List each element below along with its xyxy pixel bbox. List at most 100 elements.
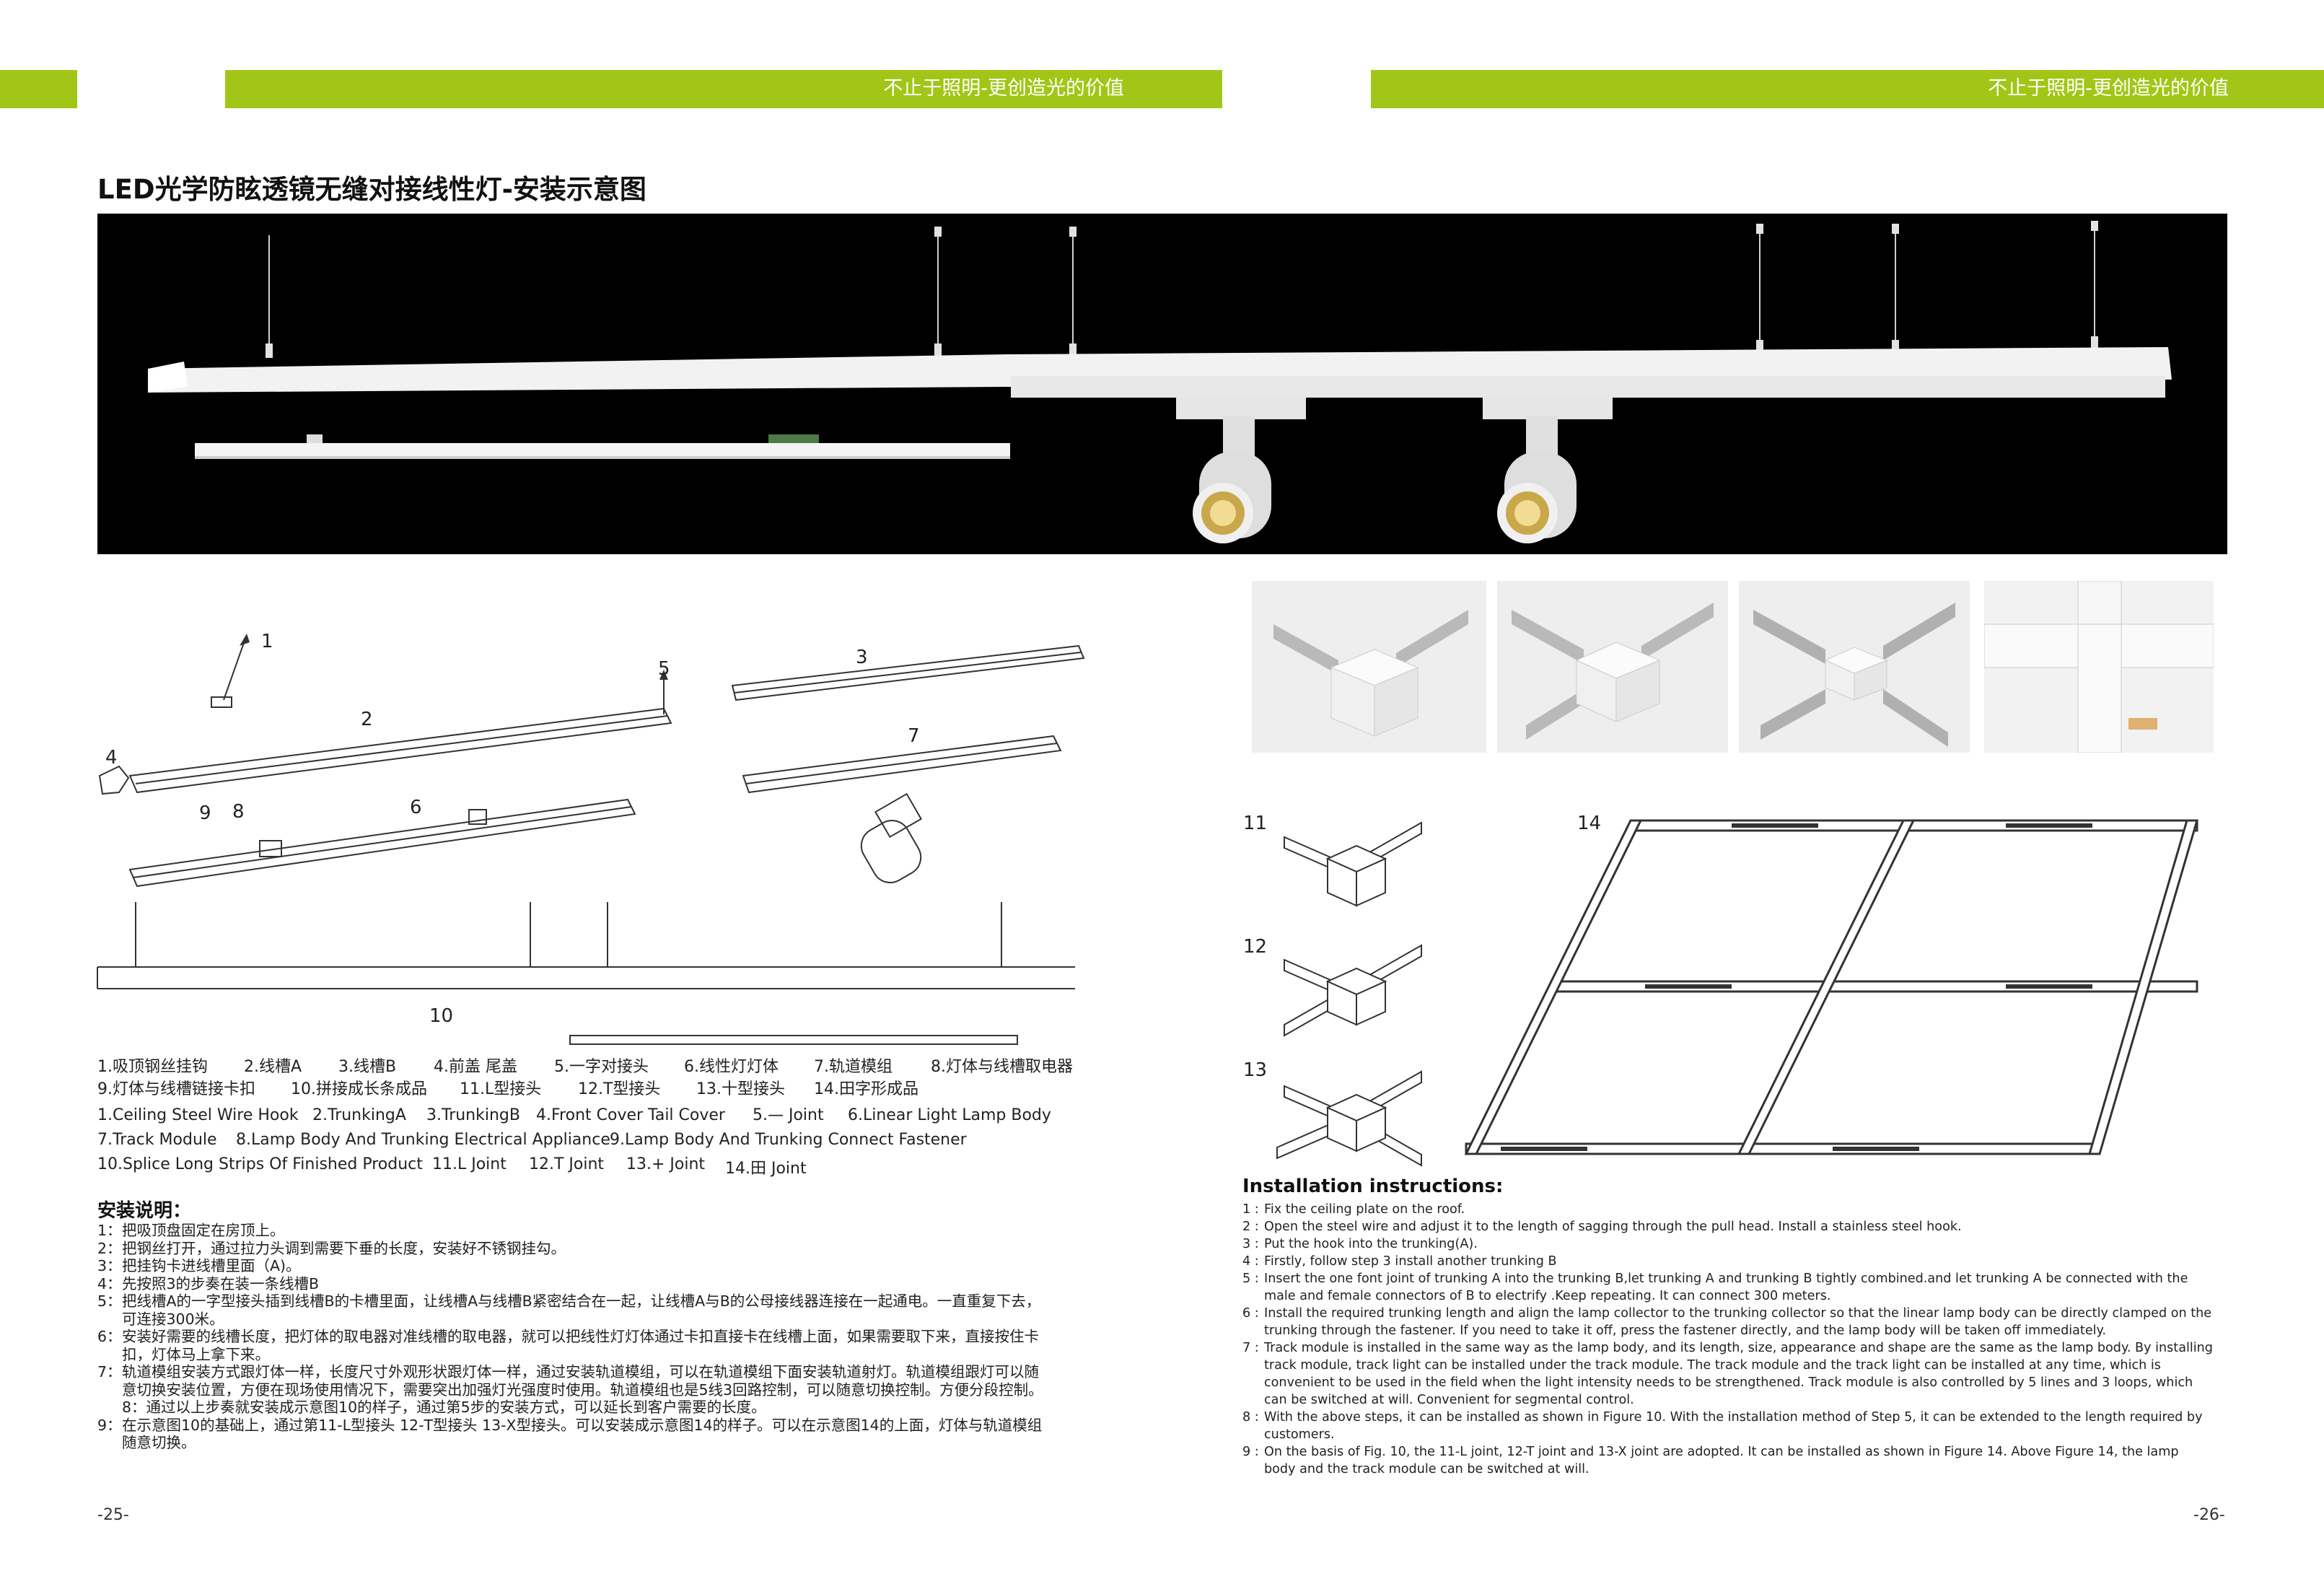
step-number: 9 : [1242,1445,1259,1459]
install-cn-title: 安装说明： [97,1200,192,1222]
step-number: 2： [97,1239,122,1257]
step-text: 把线槽A的一字型接头插到线槽B的卡槽里面，让线槽A与线槽B紧密结合在一起，让线槽… [122,1292,1041,1328]
legend-en-item: 11.L Joint [432,1155,507,1173]
legend-en-item: 12.T Joint [529,1155,605,1173]
step-text: 把吸顶盘固定在房顶上。 [122,1222,285,1239]
install-cn-steps: 1：把吸顶盘固定在房顶上。 2：把钢丝打开，通过拉力头调到需要下垂的长度，安装好… [97,1222,1050,1452]
legend-en-item: 5.— Joint [753,1106,824,1124]
accent-bar-left-edge [0,70,77,108]
slogan-right: 不止于照明-更创造光的价值 [1988,77,2229,100]
step-text: Put the hook into the trunking(A). [1264,1237,1478,1251]
legend-cn-item: 12.T型接头 [578,1080,661,1098]
legend-en-item: 9.Lamp Body And Trunking Connect Fastene… [610,1131,967,1149]
install-en-step: 2 : Open the steel wire and adjust it to … [1242,1218,2213,1235]
page-title: LED光学防眩透镜无缝对接线性灯-安装示意图 [97,174,646,205]
step-text: Track module is installed in the same wa… [1264,1341,2213,1407]
step-number: 6 : [1242,1306,1259,1321]
legend-en-item: 4.Front Cover Tail Cover [536,1106,725,1124]
legend-en-item: 3.TrunkingB [426,1106,520,1124]
step-number: 4 : [1242,1254,1259,1269]
step-number: 7 : [1242,1341,1259,1355]
assembly-diagram [97,634,1085,1045]
label-9: 9 [199,802,211,824]
step-text: 安装好需要的线槽长度，把灯体的取电器对准线槽的取电器，就可以把线性灯灯体通过卡扣… [122,1328,1039,1363]
step-number: 6： [97,1328,122,1345]
label-11: 11 [1243,813,1268,834]
legend-cn-item: 10.拼接成长条成品 [291,1080,427,1098]
step-number: 8 : [1242,1410,1259,1425]
step-text: 把挂钩卡进线槽里面（A)。 [122,1257,301,1274]
joint-photo-l [1252,581,1486,753]
label-5: 5 [658,658,670,680]
step-text: 先按照3的步奏在装一条线槽B [122,1274,320,1292]
legend-cn-item: 6.线性灯灯体 [684,1058,779,1076]
label-1: 1 [261,631,273,652]
header-bar-right: 不止于照明-更创造光的价值 [1371,70,2324,108]
legend-cn-item: 5.一字对接头 [554,1058,649,1076]
label-12: 12 [1243,936,1268,958]
step-text: Install the required trunking length and… [1264,1306,2212,1338]
legend-en-item: 10.Splice Long Strips Of Finished Produc… [97,1155,423,1173]
install-cn-step: 5：把线槽A的一字型接头插到线槽B的卡槽里面，让线槽A与线槽B紧密结合在一起，让… [97,1292,1050,1328]
label-6: 6 [410,797,422,818]
install-cn-step: 7：轨道模组安装方式跟灯体一样，长度尺寸外观形状跟灯体一样，通过安装轨道模组，可… [97,1363,1050,1417]
legend-cn-item: 4.前盖 尾盖 [434,1058,517,1076]
product-photo-art [148,221,2172,543]
install-en-step: 9 : On the basis of Fig. 10, the 11-L joi… [1242,1443,2213,1478]
install-en-steps: 1 :Fix the ceiling plate on the roof. 2 … [1242,1201,2213,1478]
legend-cn-item: 9.灯体与线槽链接卡扣 [97,1080,255,1098]
install-cn-step: 2：把钢丝打开，通过拉力头调到需要下垂的长度，安装好不锈钢挂勾。 [97,1240,1050,1258]
label-10: 10 [429,1005,454,1027]
label-2: 2 [361,709,373,730]
page-number-right: -26- [2193,1506,2225,1524]
step-number: 2 : [1242,1220,1259,1234]
step-text: Fix the ceiling plate on the roof. [1264,1202,1465,1217]
step-text: 在示意图10的基础上，通过第11-L型接头 12-T型接头 13-X型接头。可以… [122,1416,1043,1452]
label-14: 14 [1577,813,1602,834]
install-en-title: Installation instructions: [1242,1176,1504,1197]
legend-en-item: 8.Lamp Body And Trunking Electrical Appl… [236,1131,610,1149]
step-text: Open the steel wire and adjust it to the… [1264,1220,1962,1234]
legend-cn-item: 14.田字形成品 [814,1080,918,1098]
install-cn-step: 3：把挂钩卡进线槽里面（A)。 [97,1257,1050,1275]
legend-en-item: 1.Ceiling Steel Wire Hook [97,1106,299,1124]
step-number: 9： [97,1416,122,1434]
step-number: 3 : [1242,1237,1259,1251]
legend-cn-item: 1.吸顶钢丝挂钩 [97,1058,208,1076]
step-text: With the above steps, it can be installe… [1264,1410,2203,1442]
label-4: 4 [105,747,118,769]
page-number-left: -25- [97,1506,129,1524]
step-number: 3： [97,1257,122,1274]
slogan-left: 不止于照明-更创造光的价值 [883,77,1124,100]
legend-cn-item: 3.线槽B [338,1058,397,1076]
legend-cn-item: 13.十型接头 [696,1080,785,1098]
joint-photo-t-art [1512,603,1714,740]
joint-photo-track-art [1983,580,2214,753]
legend-en-item: 13.+ Joint [626,1155,706,1173]
legend-en-item: 7.Track Module [97,1131,217,1149]
legend-cn-item: 7.轨道模组 [814,1058,893,1076]
step-text: Insert the one font joint of trunking A … [1264,1272,2188,1303]
joint-photo-l-art [1273,610,1468,737]
step-number: 5： [97,1292,122,1310]
product-photo [97,214,2227,554]
step-number: 5 : [1242,1272,1259,1286]
grid-layout-diagram [1464,819,2199,1155]
step-number: 7： [97,1363,122,1380]
install-en-step: 7 : Track module is installed in the same… [1242,1339,2213,1409]
label-13: 13 [1243,1059,1268,1081]
header-bar-left: 不止于照明-更创造光的价值 [225,70,1222,108]
install-en-step: 3 : Put the hook into the trunking(A). [1242,1235,2213,1253]
install-en-step: 1 :Fix the ceiling plate on the roof. [1242,1201,2213,1218]
joint-photo-track [1983,580,2214,753]
joint-diagrams [1276,821,1422,1167]
legend-cn-item: 11.L型接头 [460,1080,542,1098]
step-text: 把钢丝打开，通过拉力头调到需要下垂的长度，安装好不锈钢挂勾。 [122,1239,566,1257]
install-cn-step: 6：安装好需要的线槽长度，把灯体的取电器对准线槽的取电器，就可以把线性灯灯体通过… [97,1328,1050,1363]
install-en-step: 6 : Install the required trunking length … [1242,1305,2213,1339]
legend-en-item: 14.田 Joint [725,1160,807,1178]
legend-cn-item: 8.灯体与线槽取电器 [931,1058,1073,1076]
joint-photo-x [1739,581,1970,753]
install-en-step: 5 : Insert the one font joint of trunking… [1242,1270,2213,1305]
step-text: On the basis of Fig. 10, the 11-L joint,… [1264,1445,2179,1476]
